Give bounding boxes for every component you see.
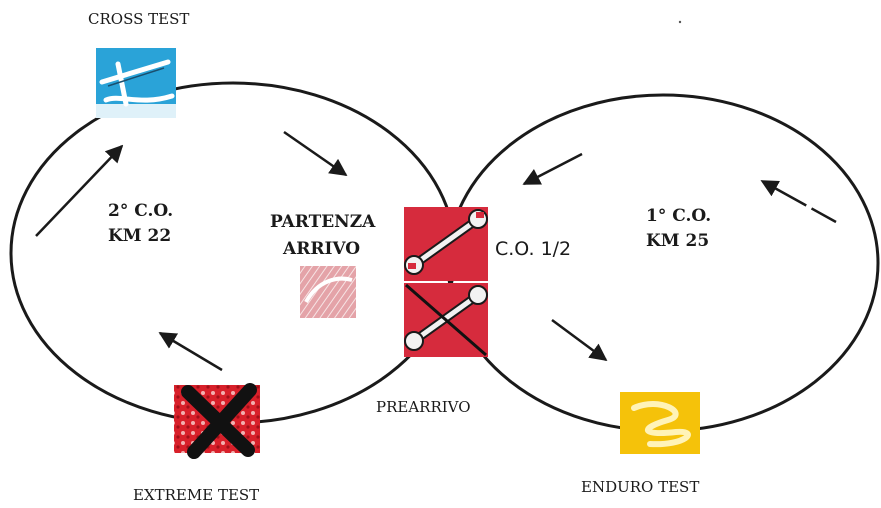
direction-arrow [158, 331, 223, 372]
right-loop [446, 93, 880, 433]
enduro-test-icon [620, 392, 700, 454]
extreme-test-label: EXTREME TEST [133, 486, 260, 504]
enduro-test-label: ENDURO TEST [581, 478, 700, 496]
control-point-2-km: KM 22 [108, 226, 172, 246]
control-point-2-label: 2° C.O. [108, 201, 174, 221]
direction-arrow [522, 152, 583, 186]
start-finish-icon [300, 266, 356, 318]
cross-test-icon [96, 48, 176, 118]
partenza-label: PARTENZA [270, 212, 376, 232]
direction-arrow [551, 318, 608, 362]
left-loop [9, 81, 457, 425]
arrivo-label: ARRIVO [283, 239, 361, 259]
cross-test-label: CROSS TEST [88, 10, 190, 28]
control-point-1-km: KM 25 [646, 231, 710, 251]
wrench-icon [404, 207, 488, 281]
direction-arrow [283, 130, 348, 177]
direction-arrow [35, 144, 124, 237]
co-half-label: C.O. 1/2 [495, 238, 572, 260]
crossed-wrench-icon [404, 283, 488, 357]
extreme-test-icon [174, 383, 260, 459]
control-point-1-label: 1° C.O. [646, 206, 712, 226]
direction-arrow [760, 179, 837, 224]
prearrivo-label: PREARRIVO [376, 398, 471, 416]
